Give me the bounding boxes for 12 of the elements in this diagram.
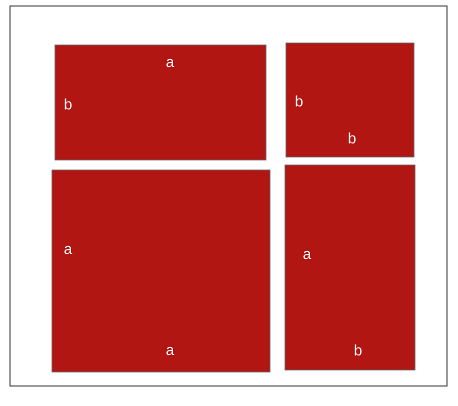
side-label: b (296, 95, 303, 106)
side-label: a (166, 346, 174, 356)
side-label: a (303, 250, 312, 260)
square-tile (284, 164, 416, 370)
side-label: b (64, 98, 72, 110)
square-tile (52, 170, 270, 372)
side-label: a (64, 246, 72, 254)
side-label: a (166, 58, 174, 68)
square-tile (286, 42, 414, 158)
square-tile (54, 44, 266, 160)
side-label: b (348, 132, 356, 144)
side-label: b (354, 344, 362, 356)
